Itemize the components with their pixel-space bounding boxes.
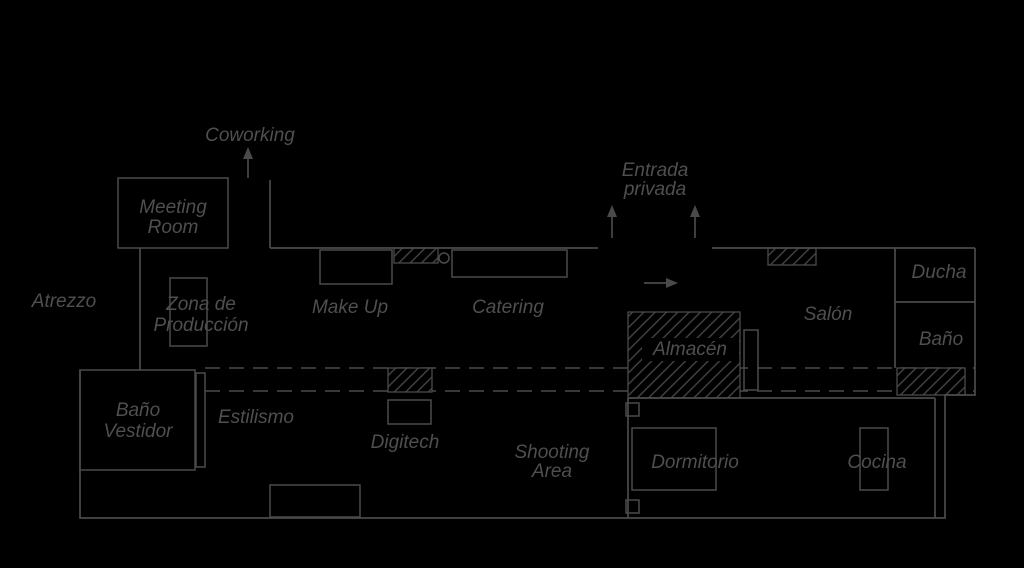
label-estilismo: Estilismo <box>218 407 294 428</box>
outer-walls <box>79 180 976 519</box>
meeting-room-outline <box>117 177 229 249</box>
label-bano-vestidor-line1: Baño <box>116 400 160 421</box>
label-zona-produccion-line2: Producción <box>153 315 248 336</box>
wall-column-top <box>625 402 640 417</box>
label-zona-produccion-line1: Zona de <box>165 294 236 315</box>
label-bano: Baño <box>919 329 963 350</box>
label-shooting-area-line2: Area <box>531 461 572 482</box>
label-catering: Catering <box>472 297 544 318</box>
bano-vestidor-door <box>195 372 206 468</box>
label-almacen: Almacén <box>652 339 727 360</box>
label-meeting-room-line1: Meeting <box>139 197 207 218</box>
label-entrada-privada-line1: Entrada <box>622 160 689 181</box>
label-entrada-privada-line2: privada <box>623 179 686 200</box>
label-cocina: Cocina <box>847 452 906 473</box>
label-make-up: Make Up <box>312 297 388 318</box>
label-salon: Salón <box>804 304 853 325</box>
direction-arrow-icon <box>644 278 678 288</box>
label-ducha: Ducha <box>912 262 967 283</box>
hatched-wall-salon <box>767 247 817 266</box>
interior-walls <box>139 248 975 518</box>
cocina-fixture <box>859 427 889 491</box>
almacen-door-leaf <box>743 329 759 391</box>
digitech-table <box>387 399 432 425</box>
stairs-block <box>269 484 361 518</box>
bano-vestidor-outline <box>79 369 196 471</box>
label-coworking: Coworking <box>205 125 295 146</box>
label-shooting-area-line1: Shooting <box>514 442 589 463</box>
hatched-block-digitech <box>387 367 433 393</box>
wall-column-bottom <box>625 499 640 514</box>
hatched-wall-makeup <box>393 247 439 264</box>
label-bano-vestidor-line2: Vestidor <box>104 421 174 442</box>
zona-produccion-shelf <box>169 277 208 347</box>
label-digitech: Digitech <box>371 432 440 453</box>
dormitorio-bed <box>631 427 717 491</box>
coworking-arrow-icon <box>243 147 253 178</box>
entrada-arrow-left-icon <box>607 205 617 238</box>
sink-fixture <box>438 252 450 264</box>
entrada-arrow-right-icon <box>690 205 700 238</box>
label-dormitorio: Dormitorio <box>651 452 739 473</box>
label-atrezzo: Atrezzo <box>31 291 96 312</box>
makeup-counter <box>319 249 393 285</box>
label-meeting-room-line2: Room <box>148 217 199 238</box>
hatched-block-bano <box>896 367 966 396</box>
catering-counter <box>451 249 568 278</box>
almacen-label-backdrop <box>642 338 739 361</box>
